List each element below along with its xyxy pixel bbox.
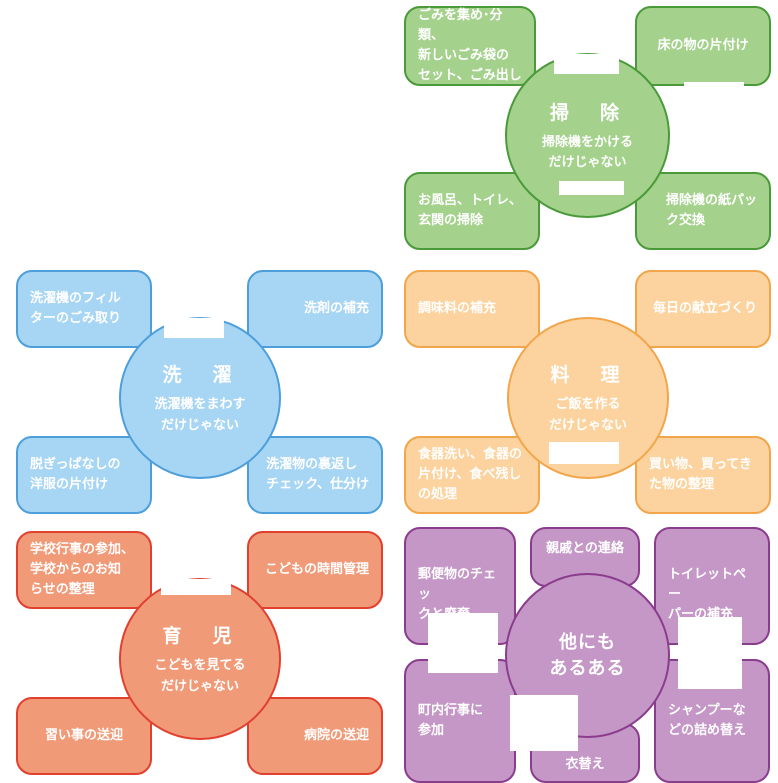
other-panel: 郵便物のチェッ クと廃棄 親戚との連絡 トイレットペー パーの補充 町内行事に … — [404, 527, 774, 783]
laundry-item-clothes: 脱ぎっぱなしの 洋服の片付け — [16, 436, 152, 514]
cleaning-item-paperpack: 掃除機の紙パッ ク交換 — [635, 172, 771, 250]
cooking-item-shopping: 買い物、買ってき た物の整理 — [635, 436, 771, 514]
cleaning-title: 掃 除 — [549, 101, 625, 124]
laundry-hub: 洗 濯 洗濯機をまわす だけじゃない — [119, 317, 281, 479]
other-item-community: 町内行事に 参加 — [404, 659, 516, 783]
laundry-subtitle: 洗濯機をまわす だけじゃない — [154, 397, 246, 433]
childcare-hub: 育 児 こどもを見てる だけじゃない — [119, 578, 281, 740]
childcare-title: 育 児 — [162, 625, 238, 648]
cooking-title: 料 理 — [550, 364, 626, 387]
laundry-item-sorting: 洗濯物の裏返し チェック、仕分け — [247, 436, 383, 514]
cleaning-item-floor: 床の物の片付け — [635, 6, 771, 86]
childcare-item-school: 学校行事の参加、 学校からのお知 らせの整理 — [16, 531, 152, 609]
childcare-panel: 学校行事の参加、 学校からのお知 らせの整理 こどもの時間管理 習い事の送迎 病… — [16, 531, 387, 783]
cooking-item-menu: 毎日の献立づくり — [635, 270, 771, 348]
laundry-item-filter: 洗濯機のフィル ターのごみ取り — [16, 270, 152, 348]
cooking-panel: 調味料の補充 毎日の献立づくり 食器洗い、食器の 片付け、食べ残し の処理 買い… — [404, 270, 774, 522]
childcare-item-time: こどもの時間管理 — [247, 531, 383, 609]
childcare-subtitle: こどもを見てる だけじゃない — [154, 658, 246, 694]
cooking-subtitle: ご飯を作る だけじゃない — [548, 397, 627, 433]
laundry-item-detergent: 洗剤の補充 — [247, 270, 383, 348]
childcare-item-hospital: 病院の送迎 — [247, 697, 383, 775]
cleaning-hub: 掃 除 掃除機をかける だけじゃない — [505, 53, 670, 218]
cleaning-item-bath: お風呂、トイレ、 玄関の掃除 — [404, 172, 540, 250]
laundry-panel: 洗濯機のフィル ターのごみ取り 洗剤の補充 脱ぎっぱなしの 洋服の片付け 洗濯物… — [16, 270, 389, 522]
laundry-title: 洗 濯 — [162, 364, 238, 387]
other-title: 他にも あるある — [549, 632, 626, 679]
cleaning-subtitle: 掃除機をかける だけじゃない — [541, 134, 633, 170]
cleaning-item-garbage: ごみを集め･分類、 新しいごみ袋の セット、ごみ出し — [404, 6, 536, 86]
cooking-item-seasoning: 調味料の補充 — [404, 270, 540, 348]
cleaning-panel: ごみを集め･分類、 新しいごみ袋の セット、ごみ出し 床の物の片付け お風呂、ト… — [404, 6, 774, 258]
childcare-item-lessons: 習い事の送迎 — [16, 697, 152, 775]
cooking-item-dishes: 食器洗い、食器の 片付け、食べ残し の処理 — [404, 436, 540, 514]
